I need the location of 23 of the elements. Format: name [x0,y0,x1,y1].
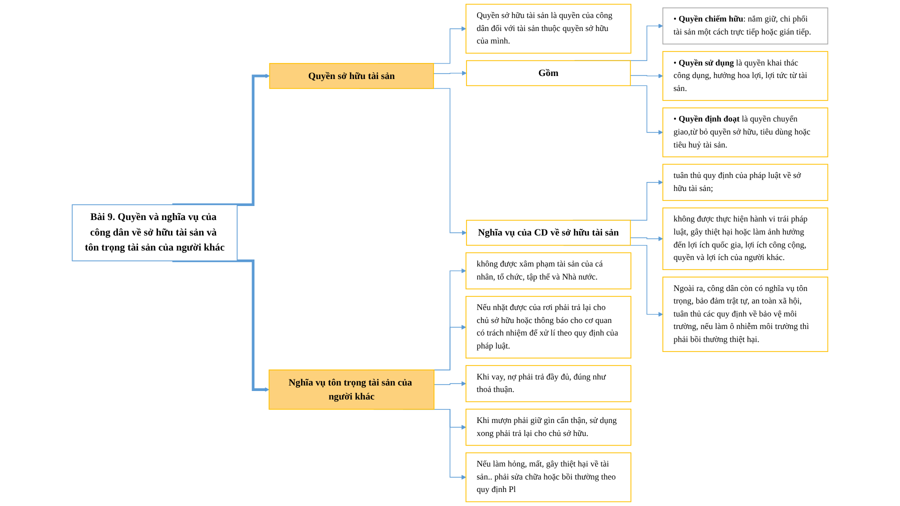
node-box: Khi mượn phải giữ gìn cẩn thận, sử dụng xong phải trả lại cho chủ sở hữu. [466,408,632,446]
arrow [433,70,467,76]
node-box: Gồm [466,60,631,86]
node-box: • Quyền chiếm hữu: nắm giữ, chi phối tài sản một cách trực tiếp hoặc gián tiếp. [662,7,828,44]
arrow [630,74,664,78]
node-box: Nghĩa vụ của CD về sở hữu tài sản [466,220,631,246]
node-box: không được xâm phạm tài sản của cá nhân, tổ chức, tập thể và Nhà nước. [466,252,632,290]
node-box: Bài 9. Quyền và nghĩa vụ của công dân về sở hữu tài sản và tôn trọng tài sản của người khác [72,204,238,262]
node-box: Nếu nhặt được của rơi phải trả lại cho chủ sở hữu hoặc thông báo cho cơ quan có trách nhiệm để xử lí theo quy định của pháp luật. [466,296,632,358]
node-box: tuân thủ quy định của pháp luật về sở hữu tài sản; [662,164,828,201]
node-box: Khi vay, nợ phải trả đầy đủ, đúng như thoả thuận. [466,365,632,402]
arrow [172,74,270,206]
node-box: không được thực hiện hành vi trái pháp luật, gây thiệt hại hoặc làm ảnh hưởng đến lợi ích quốc gia, lợi ích công cộng, quyền và lợi ích của người khác. [662,208,828,270]
node-box: • Quyền định đoạt là quyền chuyển giao,từ bỏ quyền sở hữu, tiêu dùng hoặc tiêu huỷ tài sản. [662,107,828,158]
node-box: Quyền sở hữu tài sản là quyền của công dân đối với tài sản thuộc quyền sở hữu của mình. [466,4,632,54]
node-box: Nếu làm hỏng, mất, gây thiệt hại về tài sản.. phải sửa chữa hoặc bồi thường theo quy định Pl [466,452,632,502]
node-box: Ngoài ra, công dân còn có nghĩa vụ tôn trọng, bảo đảm trật tự, an toàn xã hội, tuân thủ các quy định về bảo vệ môi trường, nếu làm ô nhiễm môi trường thì phải bồi thường thiệt hại. [662,276,828,352]
arrow [172,260,270,392]
node-box: Quyền sở hữu tài sản [269,63,434,89]
node-box: • Quyền sử dụng là quyền khai thác công dụng, hưởng hoa lợi, lợi tức từ tài sản. [662,51,828,101]
arrow [630,236,664,242]
node-box: Nghĩa vụ tôn trọng tài sản của người khác [268,370,434,410]
arrow [434,381,466,386]
